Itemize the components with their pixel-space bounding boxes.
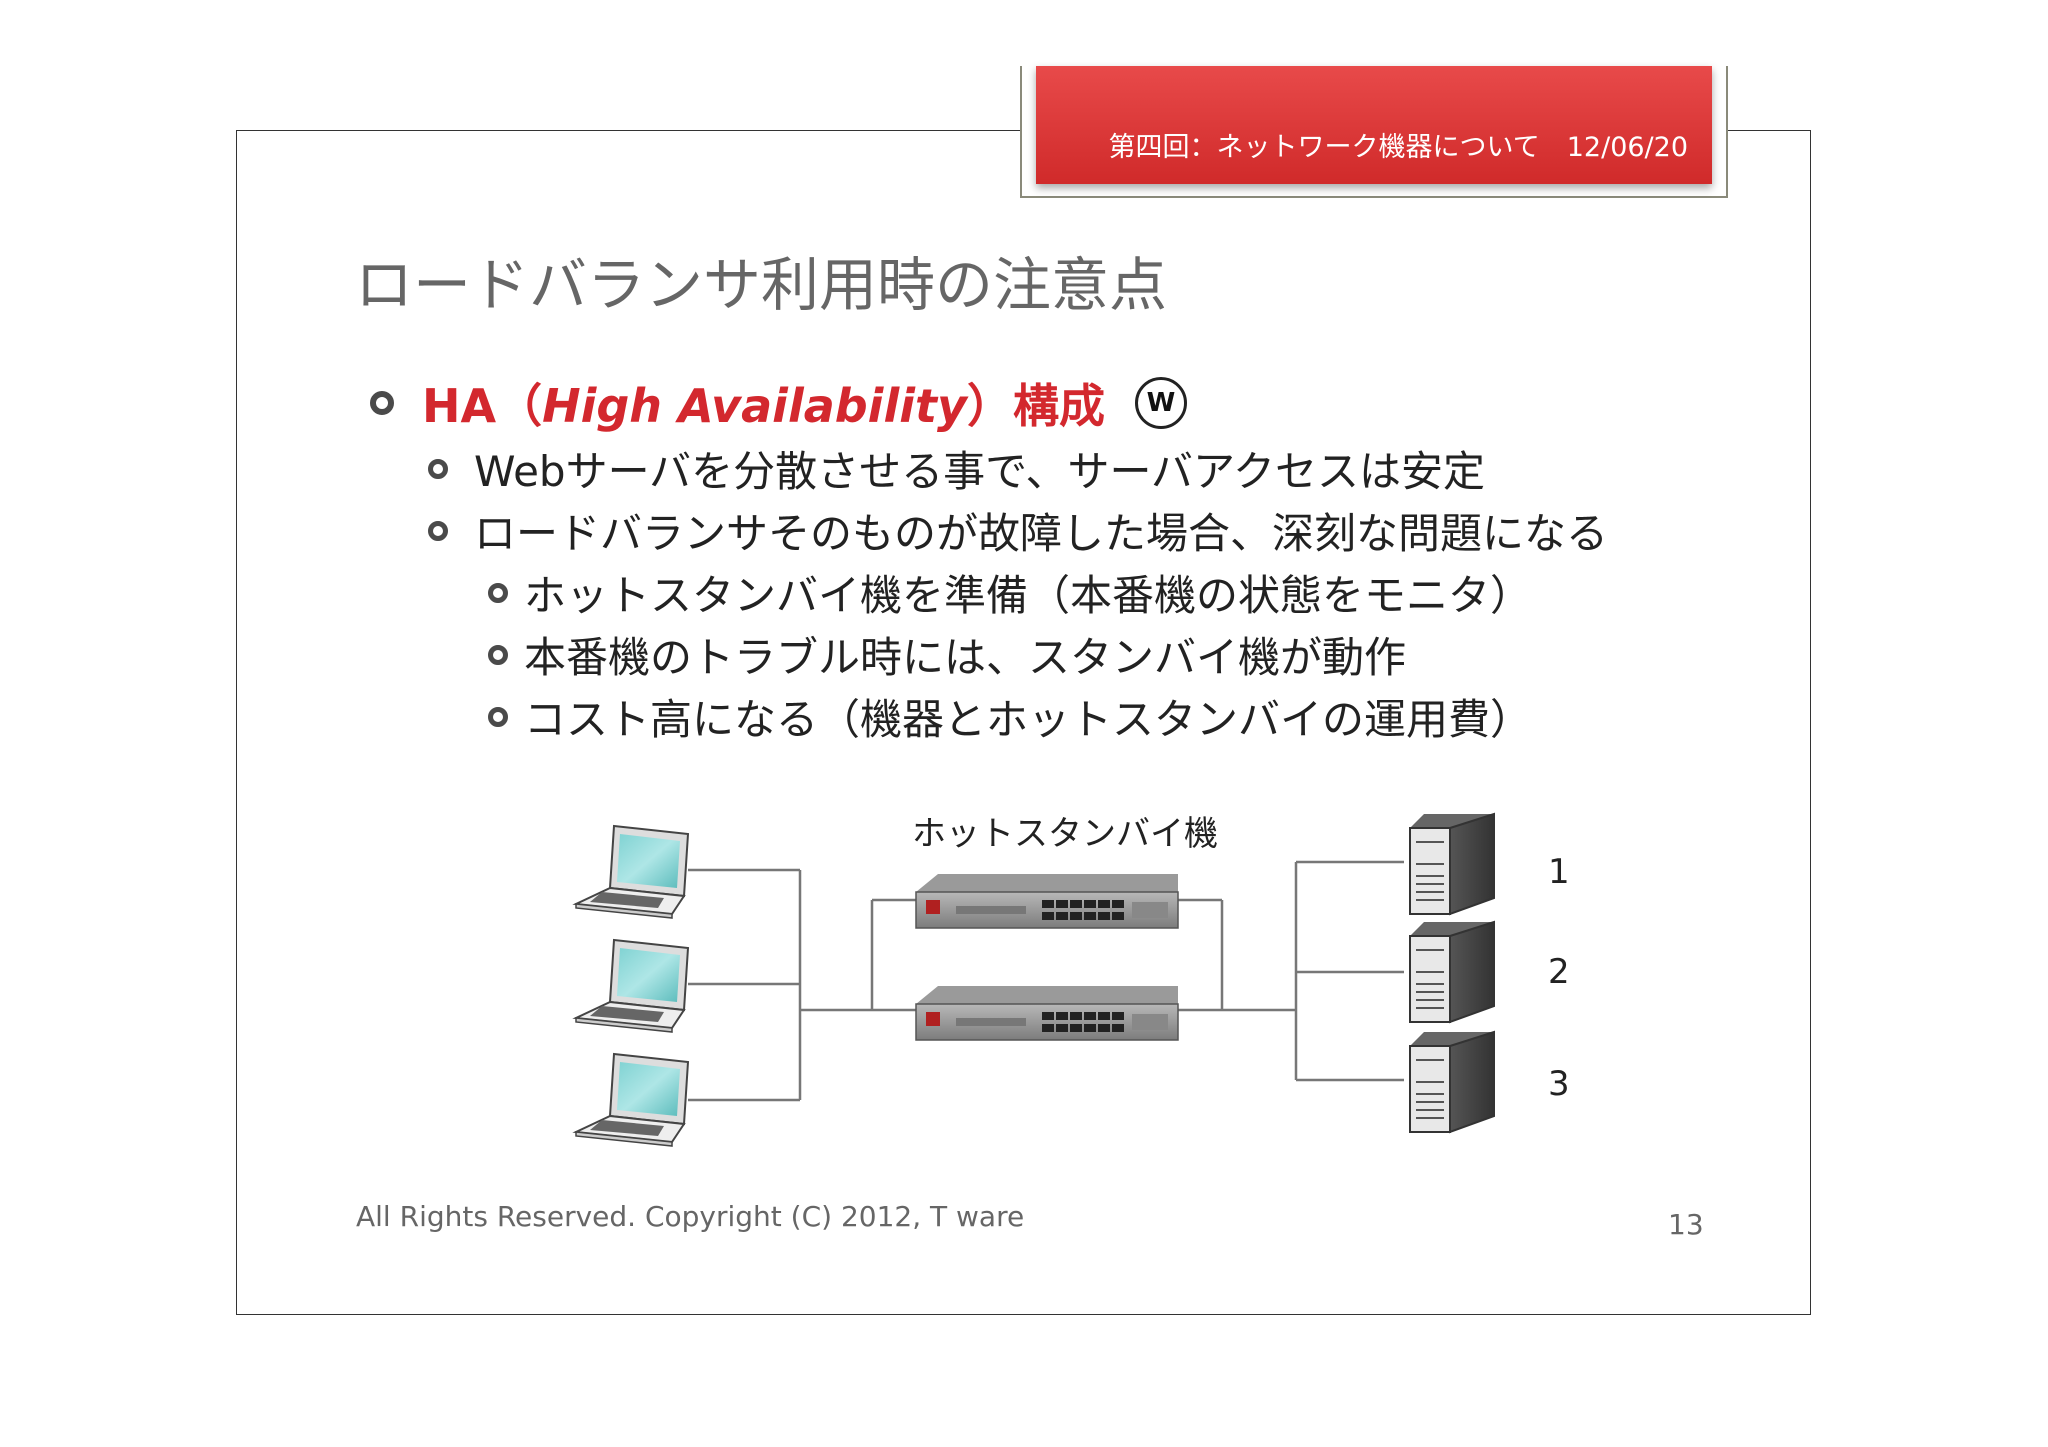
laptop-icon <box>572 824 690 919</box>
bullet-ring-icon <box>370 391 394 415</box>
sub-sub-bullet-text: ホットスタンバイ機を準備（本番機の状態をモニタ） <box>524 571 1533 620</box>
bullet-ring-icon <box>488 582 508 603</box>
server-tower-icon <box>1409 1030 1495 1134</box>
bullet-ring-icon <box>428 520 448 541</box>
network-switch-icon <box>915 874 1179 929</box>
sub-sub-bullet-text: 本番機のトラブル時には、スタンバイ機が動作 <box>524 633 1407 682</box>
header-banner-text: 第四回：ネットワーク機器について 12/06/20 <box>1108 132 1688 163</box>
laptop-icon <box>572 1052 690 1147</box>
w-circle-icon: W <box>1134 377 1187 429</box>
sub-sub-bullet: コスト高になる（機器とホットスタンバイの運用費） <box>488 686 1532 747</box>
network-switch-icon <box>915 986 1179 1041</box>
header-banner: 第四回：ネットワーク機器について 12/06/20 <box>1036 66 1712 184</box>
sub-sub-bullet: 本番機のトラブル時には、スタンバイ機が動作 <box>488 624 1406 685</box>
bullet-ring-icon <box>488 706 508 727</box>
sub-sub-bullet: ホットスタンバイ機を準備（本番機の状態をモニタ） <box>488 562 1532 623</box>
main-bullet-text: HA（High Availability）構成 <box>422 379 1105 433</box>
sub-bullet: ロードバランサそのものが故障した場合、深刻な問題になる <box>428 500 1608 561</box>
copyright-footer: All Rights Reserved. Copyright (C) 2012,… <box>356 1200 1025 1233</box>
sub-bullet-text: Webサーバを分散させる事で、サーバアクセスは安定 <box>474 447 1485 496</box>
sub-bullet-text: ロードバランサそのものが故障した場合、深刻な問題になる <box>474 509 1609 558</box>
bullet-ring-icon <box>488 644 508 665</box>
standby-label: ホットスタンバイ機 <box>912 814 1218 854</box>
laptop-icon <box>572 938 690 1033</box>
connection-lines <box>688 860 1404 1102</box>
main-bullet: HA（High Availability）構成 W <box>370 370 1187 436</box>
server-number-3: 3 <box>1548 1064 1570 1104</box>
server-number-1: 1 <box>1548 852 1570 892</box>
server-tower-icon <box>1409 812 1495 916</box>
server-tower-icon <box>1409 920 1495 1024</box>
network-diagram <box>572 812 1495 1147</box>
sub-sub-bullet-text: コスト高になる（機器とホットスタンバイの運用費） <box>524 695 1533 744</box>
server-number-2: 2 <box>1548 952 1570 992</box>
page-number: 13 <box>1668 1208 1704 1241</box>
slide-title: ロードバランサ利用時の注意点 <box>355 251 1168 319</box>
sub-bullet: Webサーバを分散させる事で、サーバアクセスは安定 <box>428 438 1485 499</box>
bullet-ring-icon <box>428 458 448 479</box>
